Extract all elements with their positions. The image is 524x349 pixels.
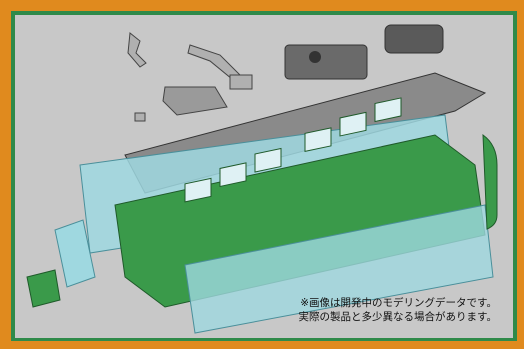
exploded-model-panel: ※画像は開発中のモデリングデータです。 実際の製品と多少異なる場合があります。: [15, 15, 513, 338]
end-glass-left: [54, 219, 96, 288]
end-part-left: [26, 269, 61, 308]
bracket-part: [229, 74, 253, 90]
window-glass-front: [184, 204, 494, 334]
truck-frame: [162, 86, 228, 116]
pantograph-part: [127, 32, 147, 68]
disclaimer-caption: ※画像は開発中のモデリングデータです。 実際の製品と多少異なる場合があります。: [299, 296, 497, 324]
model-illustration: [26, 24, 498, 334]
pantograph-arm: [187, 44, 241, 80]
caption-line-2: 実際の製品と多少異なる場合があります。: [298, 311, 497, 323]
body-windows: [184, 97, 402, 203]
small-parts: [127, 32, 253, 122]
top-cover: [384, 24, 444, 54]
small-piece: [134, 112, 146, 122]
roof-equipment: [284, 24, 444, 80]
cooler-unit: [284, 44, 368, 80]
caption-line-1: ※画像は開発中のモデリングデータです。: [300, 297, 497, 309]
fan-detail: [309, 51, 321, 63]
end-panel-right: [482, 133, 498, 230]
